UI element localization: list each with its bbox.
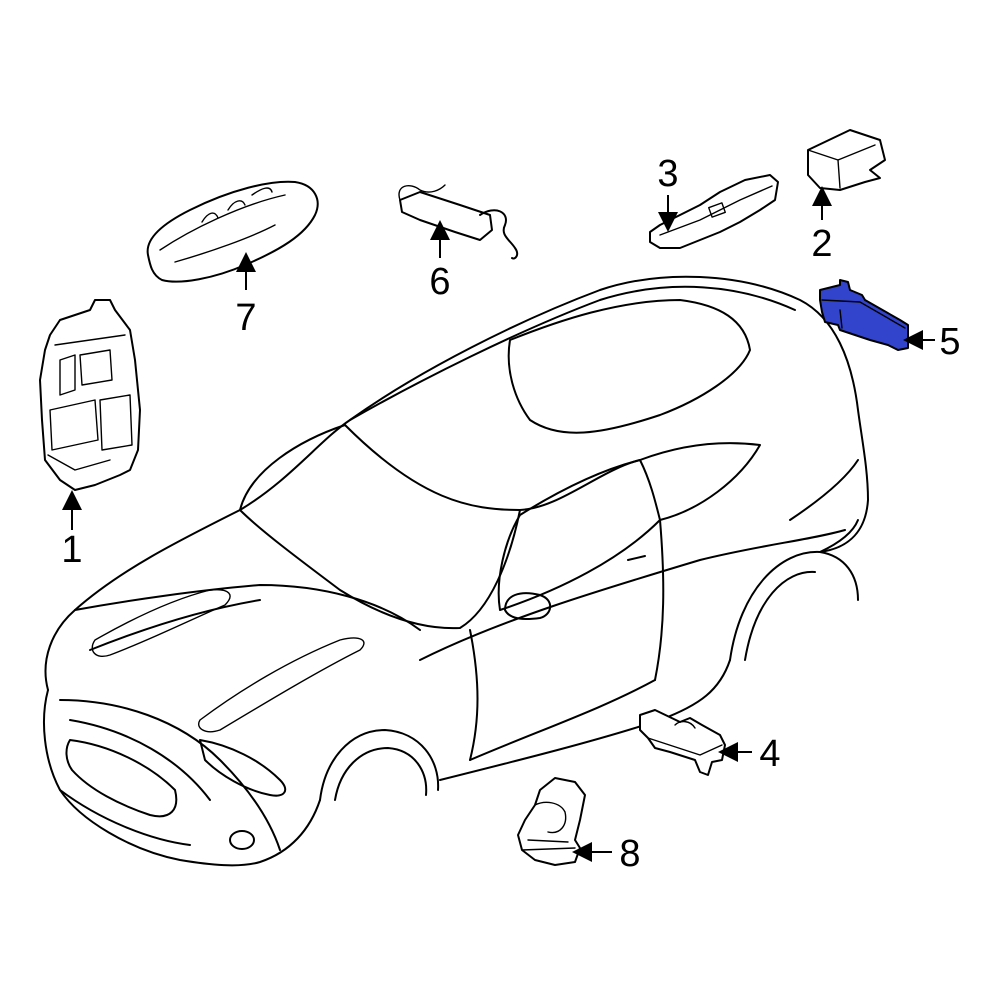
part-1-module[interactable] (39, 299, 141, 491)
part-5-bracket[interactable] (819, 279, 909, 351)
callout-3: 3 (657, 153, 678, 195)
callout-8: 8 (619, 833, 640, 875)
part-8-reader[interactable] (517, 777, 586, 866)
part-4-sensor[interactable] (639, 709, 726, 776)
callout-5: 5 (939, 321, 960, 363)
callout-6: 6 (429, 261, 450, 303)
callout-2: 2 (811, 223, 832, 265)
leader-lines (62, 186, 935, 862)
part-3-antenna[interactable] (649, 174, 779, 249)
vehicle-body (43, 275, 869, 867)
callout-labels: 1 2 3 4 5 6 7 8 (61, 153, 960, 875)
part-7-key-fob[interactable] (146, 180, 319, 283)
callout-4: 4 (759, 733, 780, 775)
part-6-antenna-cable[interactable] (398, 184, 519, 260)
part-2-sensor[interactable] (807, 129, 886, 191)
callout-1: 1 (61, 529, 82, 571)
callout-7: 7 (235, 297, 256, 339)
